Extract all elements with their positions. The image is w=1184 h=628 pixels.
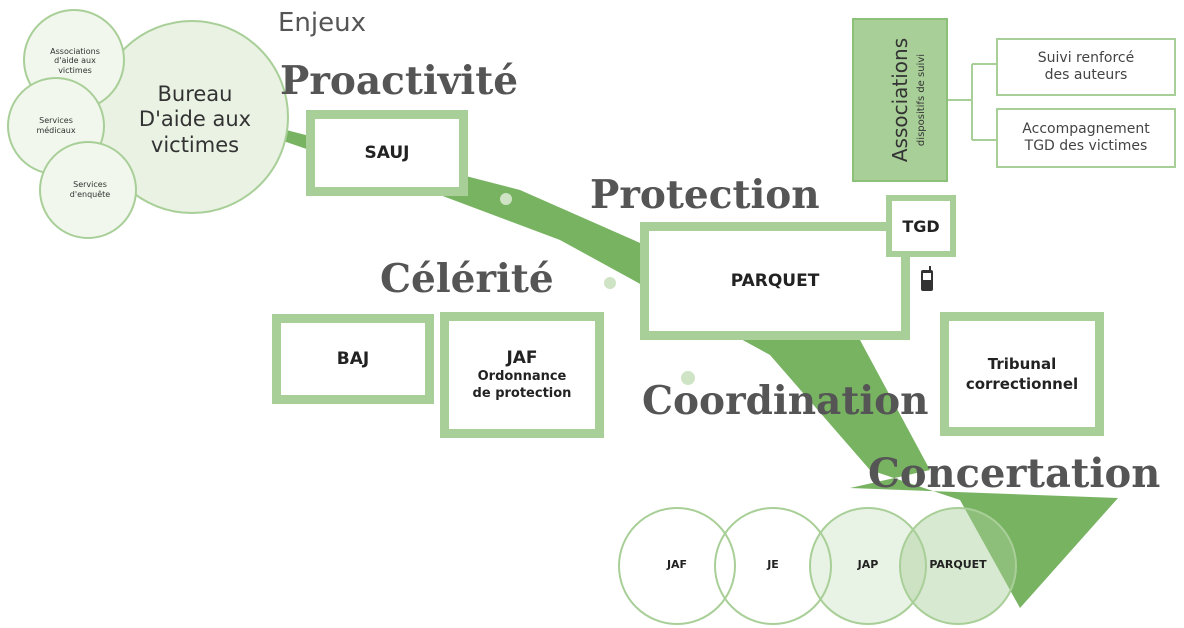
associations-panel-subtitle: dispositifs de suivi xyxy=(916,53,927,147)
associations-connectors xyxy=(948,63,996,141)
services-enquete-line-2: d'enquête xyxy=(69,190,111,199)
proactivite-heading: Proactivité xyxy=(280,58,519,104)
associations-line-2: d'aide aux xyxy=(54,56,96,66)
concertation-jap-label: JAP xyxy=(857,558,879,571)
tribunal-box: Tribunal correctionnel xyxy=(940,312,1104,436)
bureau-line-1: Bureau xyxy=(157,82,233,107)
connector-dot xyxy=(681,371,695,385)
accompagnement-line-1: Accompagnement xyxy=(1022,120,1150,137)
concertation-circles xyxy=(618,507,1017,625)
suivi-line-2: des auteurs xyxy=(1044,67,1128,83)
tribunal-line-2: correctionnel xyxy=(965,375,1079,393)
suivi-line-1: Suivi renforcé xyxy=(1037,49,1135,66)
accompagnement-box: Accompagnement TGD des victimes xyxy=(996,108,1176,168)
services-medicaux-line-2: médicaux xyxy=(36,126,76,135)
bureau-label: Bureau D'aide aux victimes xyxy=(125,65,265,175)
suivi-renforce-box: Suivi renforcé des auteurs xyxy=(996,38,1176,96)
baj-box: BAJ xyxy=(272,314,434,404)
associations-label: Associations d'aide aux victimes xyxy=(30,36,120,86)
phone-icon xyxy=(920,266,934,292)
jaf-circle xyxy=(618,507,736,625)
services-enquete-line-1: Services xyxy=(73,180,107,190)
associations-panel-title: Associations xyxy=(888,37,912,163)
jap-circle xyxy=(809,507,927,625)
concertation-parquet-label: PARQUET xyxy=(929,558,987,571)
connector-dot xyxy=(604,277,616,289)
tgd-box: TGD xyxy=(886,195,956,257)
connector-dot xyxy=(500,193,512,205)
parquet-label: PARQUET xyxy=(730,271,820,291)
victim-cluster-circles xyxy=(7,9,289,239)
associations-panel-text: Associations dispositifs de suivi xyxy=(854,20,946,180)
tribunal-line-1: Tribunal xyxy=(987,354,1057,373)
jaf-sub-line-2: de protection xyxy=(472,386,572,402)
coordination-heading: Coordination xyxy=(642,378,929,424)
services-medicaux-label: Services médicaux xyxy=(16,108,96,144)
bureau-line-2: D'aide aux xyxy=(138,107,252,132)
services-enquete-circle xyxy=(39,141,137,239)
enjeux-heading: Enjeux xyxy=(278,8,366,38)
accompagnement-line-2: TGD des victimes xyxy=(1024,138,1148,154)
concertation-je-label: JE xyxy=(767,558,779,571)
je-circle xyxy=(714,507,832,625)
concertation-jaf-label: JAF xyxy=(666,558,688,571)
tgd-label: TGD xyxy=(902,216,940,236)
jaf-title: JAF xyxy=(506,348,538,369)
associations-panel: Associations dispositifs de suivi xyxy=(852,18,948,182)
associations-line-1: Associations xyxy=(50,46,100,56)
services-medicaux-line-1: Services xyxy=(39,116,73,126)
bureau-line-3: victimes xyxy=(150,132,240,157)
services-enquete-label: Services d'enquête xyxy=(50,172,130,208)
sauj-label: SAUJ xyxy=(364,143,410,163)
jaf-sub-line-1: Ordonnance xyxy=(477,369,567,385)
parquet-circle xyxy=(899,507,1017,625)
sauj-box: SAUJ xyxy=(306,110,468,196)
protection-heading: Protection xyxy=(590,172,820,218)
baj-label: BAJ xyxy=(336,349,370,369)
jaf-box: JAF Ordonnance de protection xyxy=(440,312,604,438)
celerite-heading: Célérité xyxy=(380,256,554,302)
parquet-box: PARQUET xyxy=(640,222,910,340)
concertation-heading: Concertation xyxy=(868,450,1161,497)
associations-line-3: victimes xyxy=(58,65,92,75)
flow-arrow xyxy=(150,95,1118,608)
